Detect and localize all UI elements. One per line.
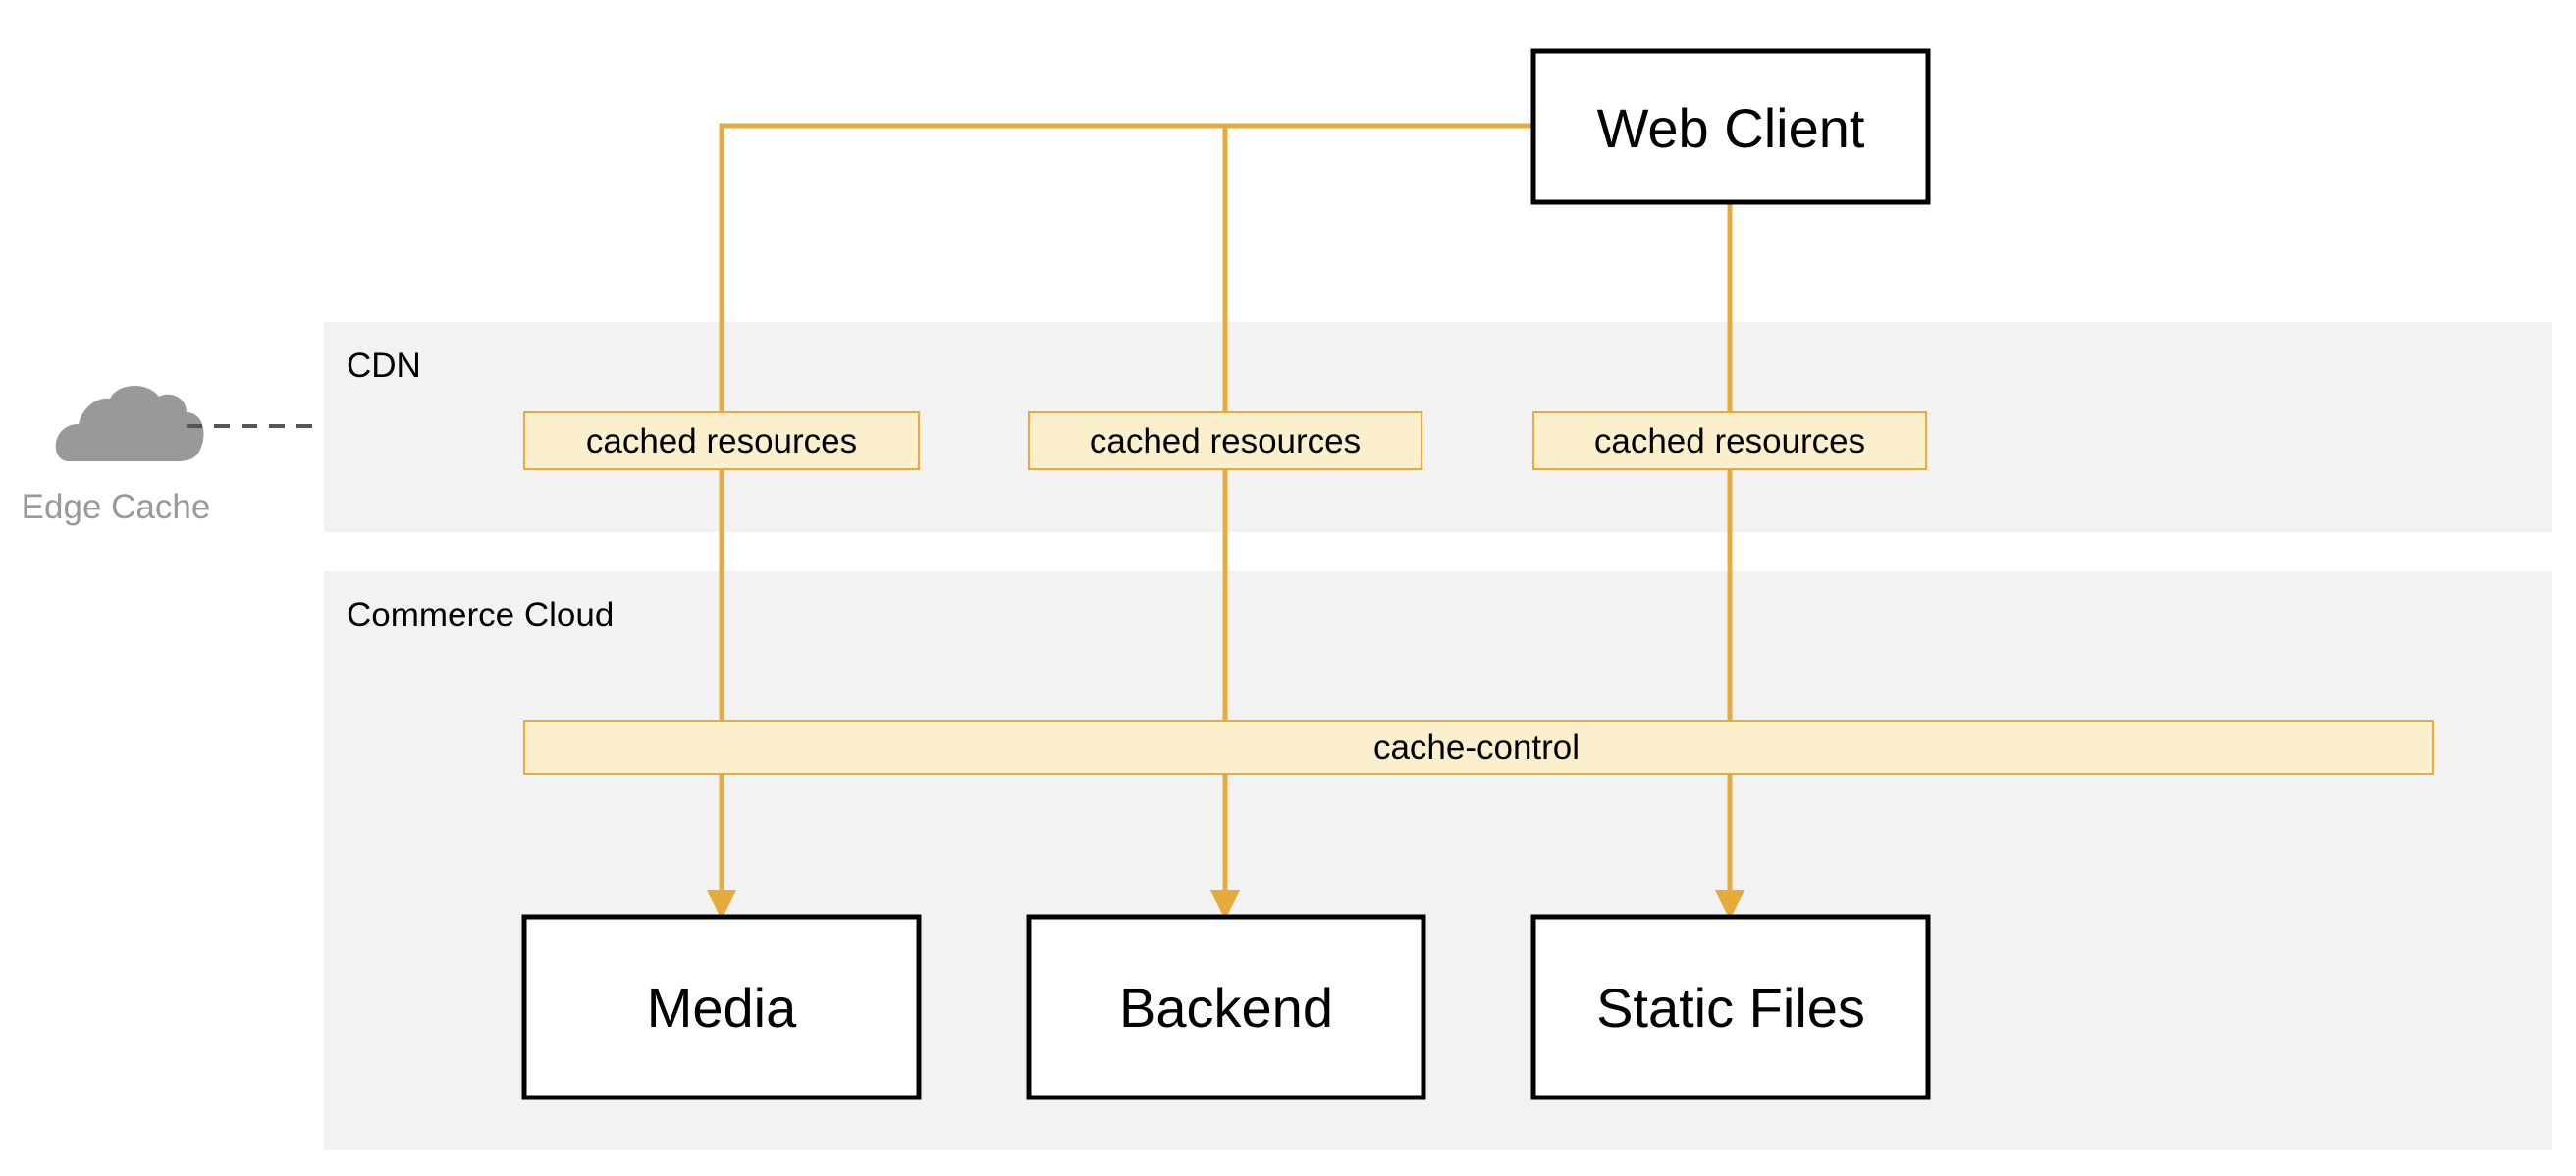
edge-cache-legend: Edge Cache (22, 385, 312, 526)
node-label: Static Files (1596, 977, 1865, 1039)
tag-cached-resources-3: cached resources (1532, 411, 1927, 470)
edge-web-client-to-media (707, 123, 1533, 920)
node-box (1530, 48, 1931, 205)
node-media: Media (521, 914, 922, 1100)
node-box (521, 914, 922, 1100)
tag-label: cached resources (1594, 422, 1865, 460)
node-label: Web Client (1597, 97, 1865, 159)
edge-cache-label: Edge Cache (22, 488, 211, 526)
tag-box (523, 720, 2434, 775)
node-label: Media (647, 977, 797, 1039)
tag-cached-resources-1: cached resources (523, 411, 920, 470)
node-static-files: Static Files (1530, 914, 1931, 1100)
node-box (1026, 914, 1426, 1100)
tag-label: cache-control (1373, 728, 1580, 767)
node-web-client: Web Client (1530, 48, 1931, 205)
edges (707, 123, 1744, 920)
tag-cache-control: cache-control (523, 720, 2434, 775)
tag-label: cached resources (586, 422, 857, 460)
tag-box (1532, 411, 1927, 470)
cloud-icon (55, 385, 204, 461)
node-box (1530, 914, 1931, 1100)
commerce-cloud-region-label: Commerce Cloud (347, 596, 614, 634)
tag-cached-resources-2: cached resources (1028, 411, 1422, 470)
tag-box (1028, 411, 1422, 470)
tag-box (523, 411, 920, 470)
cdn-region-label: CDN (347, 347, 421, 385)
tag-label: cached resources (1090, 422, 1361, 460)
node-label: Backend (1119, 977, 1333, 1039)
node-backend: Backend (1026, 914, 1426, 1100)
